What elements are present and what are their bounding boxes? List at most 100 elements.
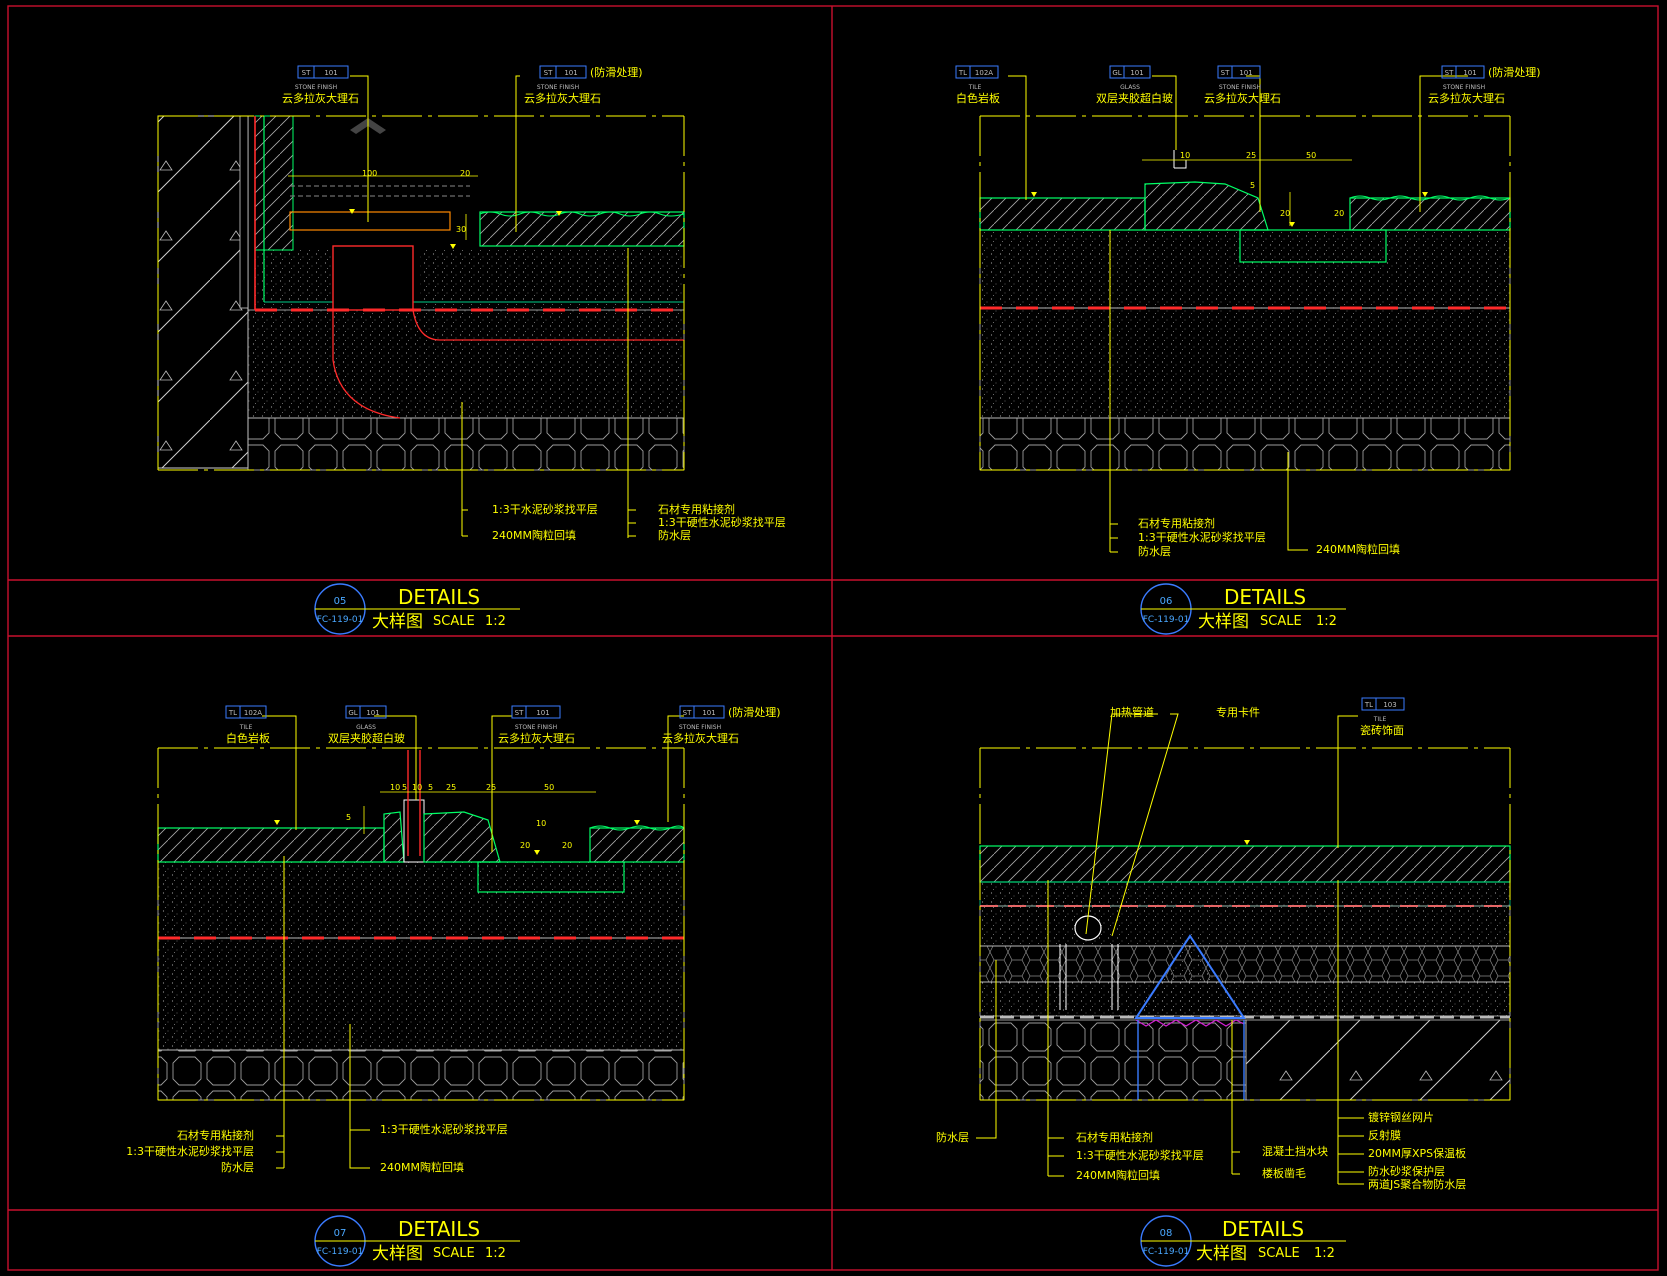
dimension: 10 bbox=[1180, 151, 1190, 160]
note: 1:3干水泥砂浆找平层 bbox=[492, 502, 598, 516]
callout-number: 103 bbox=[1383, 701, 1396, 709]
drawing-area-06 bbox=[979, 115, 1511, 471]
note: 防水砂浆保护层 bbox=[1368, 1164, 1445, 1178]
title-block-08: 08 FC-119-01 DETAILS 大样图 SCALE 1:2 bbox=[1140, 1215, 1346, 1267]
note: 防水层 bbox=[936, 1130, 969, 1144]
detail-title-cn: 大样图 bbox=[1198, 612, 1249, 632]
callout-code: TL bbox=[228, 709, 237, 717]
callout-07-3: ST 101 STONE FINISH 云多拉灰大理石 bbox=[498, 705, 575, 745]
callout-extra: (防滑处理) bbox=[728, 705, 781, 719]
dimension: 5 bbox=[1250, 181, 1255, 190]
detail-title: DETAILS bbox=[1224, 585, 1306, 609]
callout-06-3: ST 101 STONE FINISH 云多拉灰大理石 bbox=[1204, 65, 1281, 105]
callout-05-2: ST 101 (防滑处理) STONE FINISH 云多拉灰大理石 bbox=[524, 65, 643, 105]
callout-material: 双层夹胶超白玻 bbox=[1096, 91, 1173, 105]
note: 混凝土挡水块 bbox=[1262, 1144, 1328, 1158]
callout-number: 102A bbox=[975, 69, 993, 77]
dimension: 5 bbox=[428, 783, 433, 792]
callout-material: 云多拉灰大理石 bbox=[1428, 91, 1505, 105]
notes-07: 石材专用粘接剂 1:3干硬性水泥砂浆找平层 防水层 1:3干硬性水泥砂浆找平层 … bbox=[126, 1122, 507, 1174]
note: 1:3干硬性水泥砂浆找平层 bbox=[126, 1144, 254, 1158]
sheet-reference: FC-119-01 bbox=[317, 1247, 364, 1257]
callout-code: ST bbox=[515, 709, 524, 717]
callout-number: 101 bbox=[702, 709, 715, 717]
callout-code: TL bbox=[1364, 701, 1373, 709]
callout-number: 102A bbox=[244, 709, 262, 717]
sheet-reference: FC-119-01 bbox=[1143, 615, 1190, 625]
detail-title: DETAILS bbox=[398, 585, 480, 609]
leader-lines-05 bbox=[350, 75, 636, 538]
note: 石材专用粘接剂 bbox=[1138, 516, 1215, 530]
dimension: 25 bbox=[446, 783, 456, 792]
detail-title-cn: 大样图 bbox=[372, 1244, 423, 1264]
callout-number: 101 bbox=[1463, 69, 1476, 77]
note: 防水层 bbox=[1138, 544, 1171, 558]
dimensions-06: 10 25 50 5 20 20 bbox=[1180, 151, 1344, 218]
title-block-07: 07 FC-119-01 DETAILS 大样图 SCALE 1:2 bbox=[314, 1215, 520, 1267]
detail-title: DETAILS bbox=[398, 1217, 480, 1241]
callout-subtitle: TILE bbox=[968, 84, 982, 91]
note: 240MM陶粒回填 bbox=[1076, 1168, 1160, 1182]
drawing-area-08 bbox=[979, 747, 1511, 1101]
callout-material: 云多拉灰大理石 bbox=[524, 91, 601, 105]
callout-number: 101 bbox=[536, 709, 549, 717]
callout-number: 101 bbox=[1130, 69, 1143, 77]
dimension: 100 bbox=[362, 169, 377, 178]
dimension: 5 bbox=[402, 783, 407, 792]
note: 240MM陶粒回填 bbox=[380, 1160, 464, 1174]
detail-panel-07: TL 102A TILE 白色岩板 GL 101 GLASS 双层夹胶超白玻 S… bbox=[126, 705, 781, 1267]
dimension: 10 bbox=[390, 783, 400, 792]
scale-value: 1:2 bbox=[1314, 1246, 1335, 1261]
detail-number: 05 bbox=[334, 596, 347, 607]
sheet-reference: FC-119-01 bbox=[317, 615, 364, 625]
label-clip: 专用卡件 bbox=[1216, 705, 1260, 719]
scale-label: SCALE bbox=[1258, 1246, 1300, 1261]
notes-06: 石材专用粘接剂 1:3干硬性水泥砂浆找平层 防水层 240MM陶粒回填 bbox=[1138, 516, 1400, 558]
callout-number: 101 bbox=[564, 69, 577, 77]
dimension: 10 bbox=[536, 819, 546, 828]
callout-07-4: ST 101 (防滑处理) STONE FINISH 云多拉灰大理石 bbox=[662, 705, 781, 745]
callout-06-4: ST 101 (防滑处理) STONE FINISH 云多拉灰大理石 bbox=[1428, 65, 1541, 105]
note: 240MM陶粒回填 bbox=[1316, 542, 1400, 556]
detail-title-cn: 大样图 bbox=[372, 612, 423, 632]
scale-label: SCALE bbox=[1260, 614, 1302, 629]
callout-subtitle: STONE FINISH bbox=[679, 724, 721, 731]
detail-panel-08: TL 103 TILE 瓷砖饰面 加热管道 专用卡件 防水层 石材专用粘接剂 1… bbox=[936, 697, 1511, 1267]
detail-panel-05: ST 101 STONE FINISH 云多拉灰大理石 ST 101 (防滑处理… bbox=[157, 65, 786, 635]
callout-code: TL bbox=[958, 69, 967, 77]
sheet-frame bbox=[7, 5, 1659, 1271]
scale-label: SCALE bbox=[433, 1246, 475, 1261]
callout-subtitle: TILE bbox=[1373, 716, 1387, 723]
callout-subtitle: GLASS bbox=[356, 724, 376, 731]
scale-value: 1:2 bbox=[485, 614, 506, 629]
label-heating-pipe: 加热管道 bbox=[1110, 705, 1154, 719]
dimension: 50 bbox=[1306, 151, 1316, 160]
callout-subtitle: GLASS bbox=[1120, 84, 1140, 91]
dimension: 5 bbox=[346, 813, 351, 822]
callout-subtitle: TILE bbox=[239, 724, 253, 731]
callout-07-1: TL 102A TILE 白色岩板 bbox=[225, 705, 270, 745]
detail-number: 07 bbox=[334, 1228, 347, 1239]
callout-subtitle: STONE FINISH bbox=[1219, 84, 1261, 91]
callout-material: 云多拉灰大理石 bbox=[662, 731, 739, 745]
note: 石材专用粘接剂 bbox=[1076, 1130, 1153, 1144]
dimension: 20 bbox=[1280, 209, 1290, 218]
dimension: 10 bbox=[412, 783, 422, 792]
callout-08-1: TL 103 TILE 瓷砖饰面 bbox=[1360, 697, 1405, 737]
callout-code: ST bbox=[544, 69, 553, 77]
callout-code: GL bbox=[348, 709, 357, 717]
leader-lines-07 bbox=[262, 715, 684, 1169]
callout-05-1: ST 101 STONE FINISH 云多拉灰大理石 bbox=[282, 65, 359, 105]
callout-material: 白色岩板 bbox=[226, 731, 270, 745]
callout-number: 101 bbox=[366, 709, 379, 717]
dimensions-05: 100 20 30 bbox=[362, 169, 470, 234]
callout-code: ST bbox=[302, 69, 311, 77]
callout-material: 云多拉灰大理石 bbox=[498, 731, 575, 745]
detail-title-cn: 大样图 bbox=[1196, 1244, 1247, 1264]
dimension: 30 bbox=[456, 225, 466, 234]
callout-code: ST bbox=[683, 709, 692, 717]
callout-code: GL bbox=[1112, 69, 1121, 77]
notes-05: 1:3干水泥砂浆找平层 240MM陶粒回填 石材专用粘接剂 1:3干硬性水泥砂浆… bbox=[492, 502, 786, 542]
dimension: 25 bbox=[486, 783, 496, 792]
